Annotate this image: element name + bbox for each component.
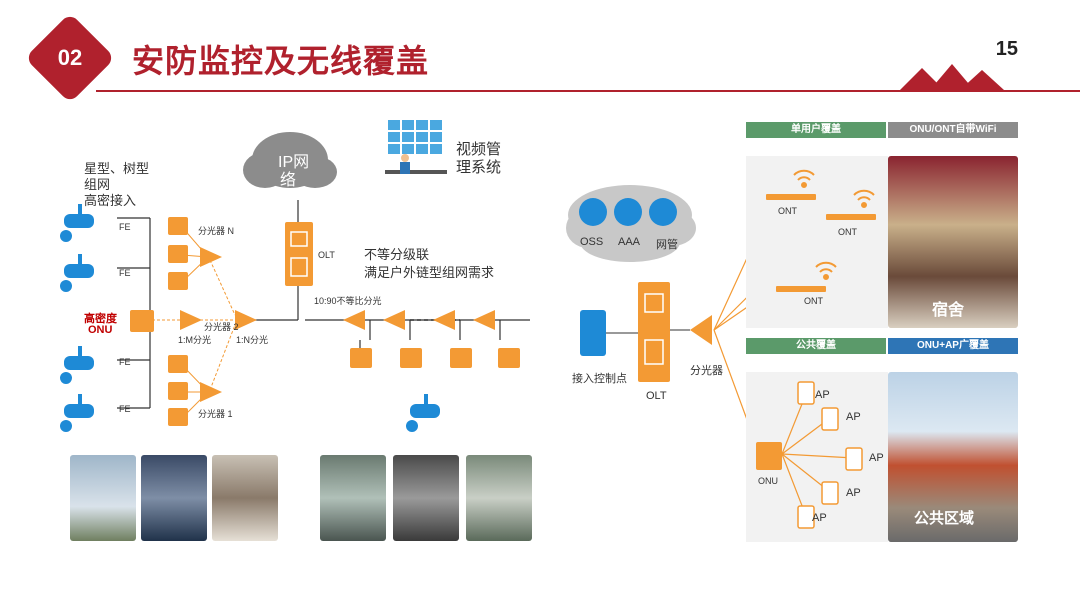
fe-label-1: FE: [119, 222, 131, 232]
ont-label-3: ONT: [804, 296, 823, 306]
topology-label-3: 高密接入: [84, 193, 137, 208]
public-area-label: 公共区域: [914, 510, 975, 527]
netmgr-label: 网管: [656, 239, 678, 251]
splitter-2-label: 分光器 2: [204, 322, 239, 332]
right-splitter-label: 分光器: [690, 365, 723, 377]
street-pole-photo: [320, 455, 386, 541]
ratio-label: 10:90不等比分光: [314, 296, 382, 306]
ip-network-label-1: IP网: [278, 154, 310, 171]
uneven-label-2: 满足户外链型组网需求: [364, 265, 495, 280]
topology-label-2: 组网: [84, 177, 111, 192]
monitoring-room-photo: [141, 455, 207, 541]
single-user-header: 单用户覆盖: [746, 122, 886, 138]
ap-devices: [756, 381, 863, 529]
fe-label-2: FE: [119, 268, 131, 278]
ap-label-2: AP: [846, 411, 861, 423]
access-point-label: 接入控制点: [572, 373, 627, 385]
right-olt-label: OLT: [646, 390, 667, 402]
dorm-photo: [888, 156, 1018, 328]
video-system-label-1: 视频管: [456, 141, 502, 158]
public-area-photo: [888, 372, 1018, 542]
ip-network-label-2: 络: [280, 172, 297, 189]
uneven-label-1: 不等分级联: [364, 247, 430, 262]
page-title: 安防监控及无线覆盖: [132, 43, 430, 79]
ont-label-2: ONT: [838, 227, 857, 237]
video-system-label-2: 理系统: [456, 159, 502, 176]
ap-label-4: AP: [846, 487, 861, 499]
ap-label-3: AP: [869, 452, 884, 464]
left-topology-diagram: [60, 120, 530, 432]
splitter-n-label: 分光器 N: [198, 226, 235, 236]
n-split-label: 1:N分光: [236, 335, 269, 345]
topology-label-1: 星型、树型: [84, 161, 150, 176]
olt-label: OLT: [318, 250, 335, 260]
onu-label: ONU: [758, 476, 778, 486]
classroom-photo: [212, 455, 278, 541]
ap-label-1: AP: [815, 389, 830, 401]
section-number: 02: [57, 45, 83, 70]
ont-devices: [766, 169, 876, 292]
cabinet-photo: [466, 455, 532, 541]
onu-label-1: 高密度: [84, 313, 117, 325]
fe-label-4: FE: [119, 404, 131, 414]
right-topology-diagram: [566, 185, 712, 382]
mountain-decoration: [900, 64, 1004, 90]
splitter-1-label: 分光器 1: [198, 409, 233, 419]
oss-label: OSS: [580, 236, 604, 248]
antenna-photo: [70, 455, 136, 541]
fe-label-3: FE: [119, 357, 131, 367]
dorm-label: 宿舍: [932, 302, 965, 319]
outdoor-device-photo: [393, 455, 459, 541]
single-user-area: [746, 156, 888, 328]
ap-label-5: AP: [812, 512, 827, 524]
title-rule: [96, 90, 1080, 92]
m-split-label: 1:M分光: [178, 335, 212, 345]
onu-ap-header: ONU+AP广覆盖: [888, 338, 1018, 354]
onu-wifi-header: ONU/ONT自带WiFi: [888, 122, 1018, 138]
ont-label-1: ONT: [778, 206, 797, 216]
public-header: 公共覆盖: [746, 338, 886, 354]
aaa-label: AAA: [618, 236, 641, 248]
onu-label-2: ONU: [88, 324, 113, 336]
page-number: 15: [995, 38, 1018, 60]
